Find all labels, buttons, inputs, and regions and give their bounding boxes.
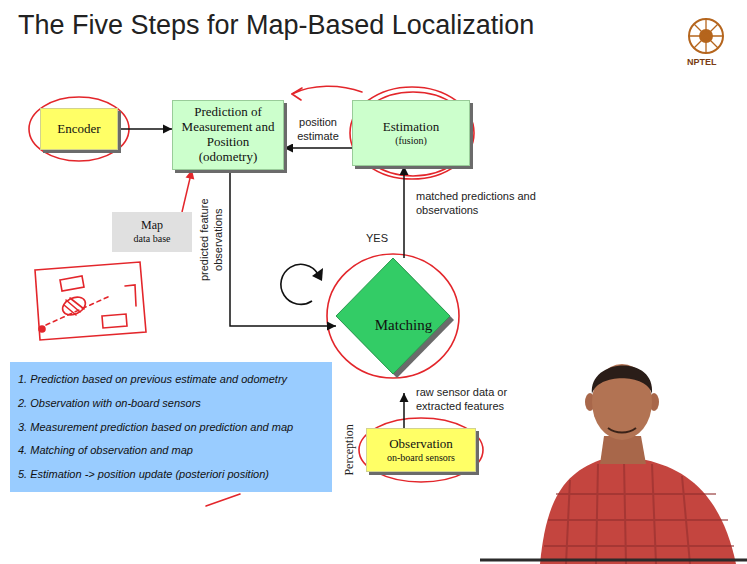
list-item: 1. Prediction based on previous estimate… — [18, 373, 287, 386]
connector-arrow — [182, 170, 194, 212]
connector-arrow — [118, 125, 172, 134]
decision-diamond: Matching — [336, 258, 471, 393]
connector-arrow — [400, 393, 409, 428]
process-box: Encoder — [40, 108, 118, 150]
node-text: Matching — [375, 317, 433, 334]
node-text: (fusion) — [395, 135, 427, 147]
node-text: Encoder — [57, 122, 100, 137]
edge-label: position estimate — [289, 116, 347, 144]
slide-title: The Five Steps for Map-Based Localizatio… — [18, 10, 534, 41]
node-text: data base — [134, 233, 171, 245]
edge-label: raw sensor data or extracted features — [414, 386, 532, 414]
node-text: Observation — [389, 437, 453, 452]
logo-text: NPTEL — [687, 57, 717, 67]
list-item: 2. Observation with on-board sensors — [18, 397, 201, 410]
connector-arrow — [400, 166, 409, 258]
arrowhead — [327, 322, 336, 331]
list-item: 4. Matching of observation and map — [18, 444, 193, 457]
arrowhead — [284, 144, 293, 153]
arrowhead — [400, 166, 409, 175]
arrowhead — [163, 125, 172, 134]
branch-label: YES — [366, 232, 388, 245]
list-item: 5. Estimation -> position update (poster… — [18, 468, 269, 481]
connector-line — [230, 170, 336, 326]
process-box: Prediction of Measurement and Position (… — [172, 100, 284, 170]
node-text: Prediction of Measurement and Position (… — [178, 105, 278, 165]
diamond-fill — [336, 258, 450, 374]
edge-label: matched predictions and observations — [414, 190, 542, 218]
node-text: Map — [141, 219, 163, 233]
steps-list-box: 1. Prediction based on previous estimate… — [10, 362, 332, 492]
process-box: Estimation(fusion) — [352, 100, 470, 166]
database-box: Mapdata base — [112, 212, 192, 252]
list-item: 3. Measurement prediction based on predi… — [18, 421, 293, 434]
cycle-arrow — [281, 264, 323, 304]
connector-line — [403, 166, 405, 258]
side-label: Perception — [342, 424, 356, 475]
arrowhead — [400, 393, 409, 402]
logo-emblem — [689, 19, 723, 53]
connector-arrow — [284, 144, 352, 153]
sensor-box: Observationon-board sensors — [366, 428, 476, 472]
arrowhead — [186, 170, 195, 180]
connector-line — [284, 147, 352, 149]
node-text: Estimation — [383, 120, 439, 135]
edge-label: predicted feature observations — [198, 175, 226, 305]
node-text: on-board sensors — [387, 452, 455, 464]
connector-arrow — [230, 170, 336, 331]
